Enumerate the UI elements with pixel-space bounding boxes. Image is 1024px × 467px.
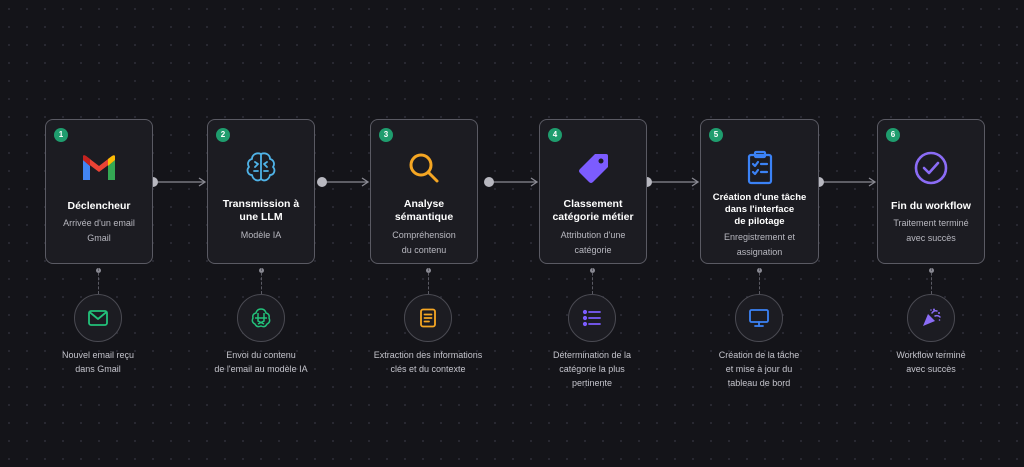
- step-card-6: 6 Fin du workflow Traitement terminé ave…: [877, 119, 985, 264]
- step-badge: 4: [548, 128, 562, 142]
- sub-step-text: Nouvel email reçu dans Gmail: [61, 350, 135, 374]
- step-card-4: 4 Classement catégorie métier Attributio…: [539, 119, 647, 264]
- step-title: Déclencheur: [67, 200, 131, 212]
- dashed-link: [98, 268, 99, 294]
- step-description: Arrivée d'un email Gmail: [63, 218, 135, 243]
- step-card-1: 1 Déclencheur Arrivée d'un email Gmail: [45, 119, 153, 264]
- step-badge: 1: [54, 128, 68, 142]
- magnifier-icon: [404, 148, 444, 188]
- connector-dot: [317, 177, 327, 187]
- tag-icon: [573, 148, 613, 188]
- brain-icon: [241, 148, 281, 188]
- dashed-link: [592, 268, 593, 294]
- sub-step-6: [907, 294, 955, 342]
- connector-arrow: [198, 177, 207, 187]
- sub-step-1: [74, 294, 122, 342]
- sub-step-2: [237, 294, 285, 342]
- connector-dot: [484, 177, 494, 187]
- clipboard-icon: [740, 148, 780, 188]
- dashed-link: [428, 268, 429, 294]
- step-badge: 3: [379, 128, 393, 142]
- connector-arrow: [868, 177, 877, 187]
- document-icon: [420, 308, 436, 328]
- step-title: Création d'une tâche dans l'interface de…: [712, 192, 807, 227]
- list-icon: [582, 309, 601, 327]
- monitor-icon: [749, 309, 769, 327]
- sub-step-text: Workflow terminé avec succès: [896, 350, 966, 374]
- step-description: Compréhension du contenu: [392, 230, 456, 255]
- step-badge: 6: [886, 128, 900, 142]
- step-card-3: 3 Analyse sémantique Compréhension du co…: [370, 119, 478, 264]
- check-circle-icon: [911, 148, 951, 188]
- step-description: Modèle IA: [240, 230, 282, 240]
- step-title: Classement catégorie métier: [552, 198, 634, 223]
- step-card-5: 5 Création d'une tâche dans l'interface …: [700, 119, 819, 264]
- sub-step-text: Extraction des informations clés et du c…: [373, 350, 483, 374]
- mail-icon: [88, 310, 108, 326]
- gmail-icon: [79, 148, 119, 188]
- sub-step-3: [404, 294, 452, 342]
- step-title: Analyse sémantique: [394, 198, 454, 223]
- openai-icon: [251, 308, 271, 328]
- dashed-link: [261, 268, 262, 294]
- step-description: Enregistrement et assignation: [723, 232, 796, 257]
- party-popper-icon: [923, 308, 941, 326]
- step-title: Transmission à une LLM: [222, 198, 300, 223]
- sub-step-text: Envoi du contenu de l'email au modèle IA: [214, 350, 308, 374]
- dashed-link: [931, 268, 932, 294]
- sub-step-4: [568, 294, 616, 342]
- step-title: Fin du workflow: [891, 200, 971, 212]
- step-badge: 2: [216, 128, 230, 142]
- step-description: Attribution d'une catégorie: [560, 230, 626, 255]
- step-description: Traitement terminé avec succès: [893, 218, 969, 243]
- connector-arrow: [361, 177, 370, 187]
- connector-arrow: [691, 177, 700, 187]
- sub-step-text: Détermination de la catégorie la plus pe…: [552, 350, 632, 388]
- step-card-2: 2 Transmission à une LLM Modèle IA: [207, 119, 315, 264]
- step-badge: 5: [709, 128, 723, 142]
- sub-step-text: Création de la tâche et mise à jour du t…: [718, 350, 800, 388]
- sub-step-5: [735, 294, 783, 342]
- connector-arrow: [530, 177, 539, 187]
- dashed-link: [759, 268, 760, 294]
